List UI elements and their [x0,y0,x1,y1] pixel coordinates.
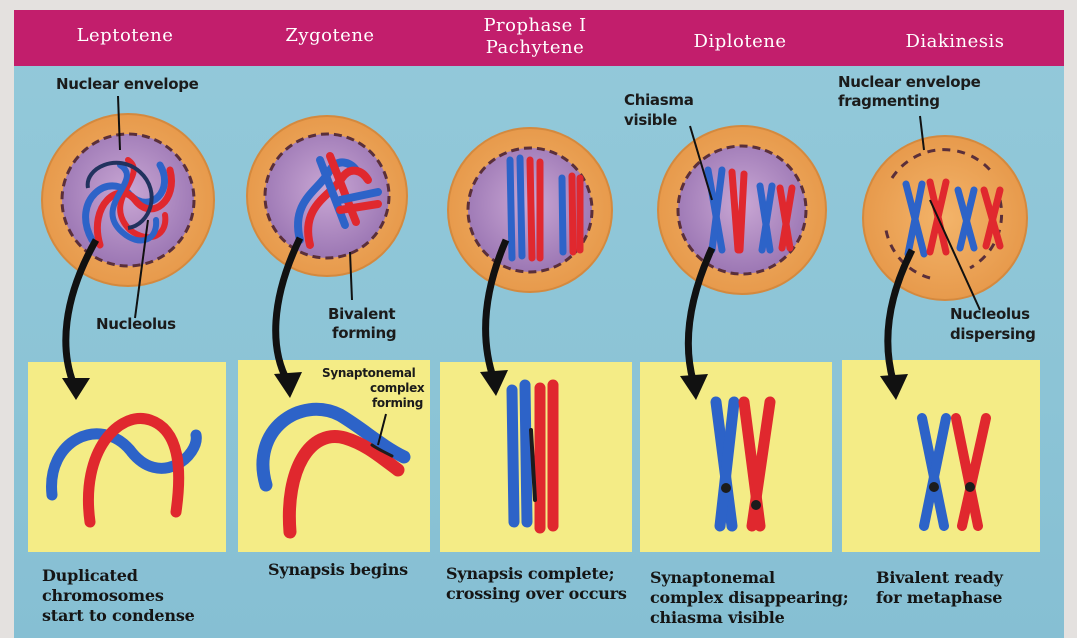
cell-leptotene [42,114,214,286]
label-chiasma: Chiasma [624,92,694,109]
cell-diplotene [658,126,826,294]
caption-pachytene: Synapsis complete; crossing over occurs [446,564,627,604]
label-envelope-fragmenting: Nuclear envelope [838,74,981,91]
caption-diakinesis: Bivalent ready for metaphase [876,568,1003,608]
closeup-diakinesis [922,418,986,526]
label-synaptonemal: Synaptonemal [322,366,415,380]
caption-leptotene: Duplicated chromosomes start to condense [42,566,195,626]
caption-diplotene: Synaptonemal complex disappearing; chias… [650,568,849,628]
closeup-diplotene [716,402,770,526]
label-nuclear-envelope: Nuclear envelope [56,76,199,93]
label-bivalent-forming: forming [332,325,396,342]
cell-diakinesis [863,136,1027,300]
cell-pachytene [448,128,612,292]
label-bivalent: Bivalent [328,306,395,323]
label-synaptonemal-forming: forming [372,396,423,410]
label-nucleolus: Nucleolus [96,316,176,333]
closeup-leptotene [52,418,197,522]
label-dispersing: dispersing [950,326,1036,343]
cell-zygotene [247,116,407,276]
closeup-pachytene [512,385,553,528]
label-nucleolus-dispersing: Nucleolus [950,306,1030,323]
label-fragmenting: fragmenting [838,93,940,110]
label-chiasma-visible: visible [624,112,677,129]
caption-zygotene: Synapsis begins [268,560,408,580]
label-synaptonemal-complex: complex [370,381,424,395]
